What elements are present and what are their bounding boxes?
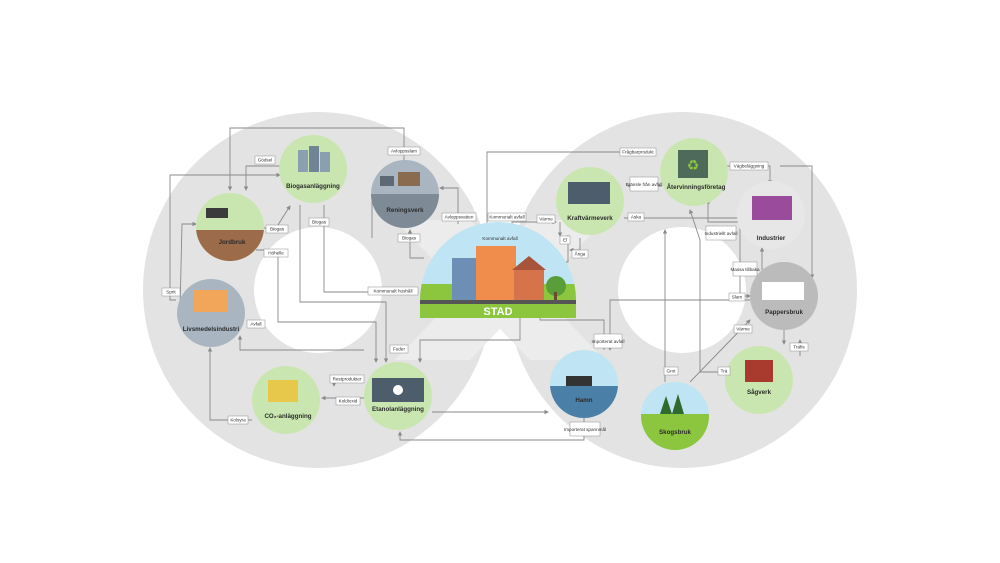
edge-label-varme: Värme <box>539 217 553 222</box>
edge-label-importerat-spannmal: Importerat spannmål <box>564 426 606 432</box>
node-skogsbruk: Skogsbruk <box>641 382 709 450</box>
edge-label-kolsyra: Kolsyra <box>230 418 246 423</box>
node-reningsverk: Reningsverk <box>371 160 439 228</box>
edge-label-massa-tillbaka: Massa tillbaka <box>730 267 760 272</box>
edge-label-kommunalt-hushall: Kommunalt hushåll <box>373 288 412 294</box>
edge-label-biogas-jordbruk: Biogas <box>270 227 285 232</box>
hamn-label: Hamn <box>575 397 592 404</box>
edge-label-avloppsvatten: Avloppsvatten <box>445 215 474 220</box>
node-pappersbruk: Pappersbruk <box>750 262 818 330</box>
edge-label-varme-pappersbruk: Värme <box>736 327 750 332</box>
node-jordbruk: Jordbruk <box>196 193 264 261</box>
sagverk-label: Sågverk <box>747 389 772 396</box>
edge-label-biogas-rening: Biogas <box>402 236 417 241</box>
co2-anlaggning-label: CO₂-anläggning <box>264 413 311 420</box>
edge-label-industriellt-avfall: Industriellt avfall <box>705 231 738 236</box>
recycle-icon: ♻ <box>687 157 700 173</box>
edge-label-slam: Slam <box>732 295 743 300</box>
stad-subtitle: Kommunalt avfall <box>482 236 517 241</box>
etanolanlaggning-label: Etanolanläggning <box>372 406 424 413</box>
edge-label-braensle-fran-avfall: Bränsle från avfall <box>626 181 663 187</box>
edge-label-koldioxid: Koldioxid <box>339 399 358 404</box>
edge-label-sprit: Sprit <box>166 290 176 295</box>
node-kraftvarmeverk: Kraftvärmeverk <box>556 167 624 235</box>
edge-label-biogas-stad: Biogas <box>312 220 327 225</box>
edge-label-fragbarprodukt: Frågbarprodukt <box>622 149 654 155</box>
edge-label-grot: Grot <box>667 369 677 374</box>
edge-label-kommunalt-avfall: Kommunalt avfall <box>489 215 524 220</box>
node-sagverk: Sågverk <box>725 346 793 414</box>
node-biogasanlaggning: Biogasanläggning <box>279 135 347 203</box>
edge-label-avfall: Avfall <box>250 322 261 327</box>
edge-label-vagbelaggning: Vägbeläggning <box>734 164 765 169</box>
node-livsmedelsindustri: Livsmedelsindustri <box>177 279 245 347</box>
node-hamn: Hamn <box>550 350 618 418</box>
edge-label-avloppsslam: Avloppsslam <box>391 149 417 154</box>
node-atervinningsforetag: ♻ Återvinningsföretag <box>660 138 728 206</box>
edge-label-aska: Aska <box>631 215 642 220</box>
edge-label-trafis: Träfis <box>793 345 805 350</box>
edge-label-godsel: Gödsel <box>258 158 273 163</box>
skogsbruk-label: Skogsbruk <box>659 429 692 436</box>
atervinningsforetag-label: Återvinningsföretag <box>667 184 726 191</box>
node-etanolanlaggning: Etanolanläggning <box>364 362 432 430</box>
biogasanlaggning-label: Biogasanläggning <box>286 183 340 190</box>
pappersbruk-label: Pappersbruk <box>765 309 803 316</box>
edge-label-tra: Trä <box>721 369 728 374</box>
edge-label-foder: Foder <box>393 347 405 352</box>
kraftvarmeverk-label: Kraftvärmeverk <box>567 215 613 222</box>
node-stad: STAD Kommunalt avfall <box>420 222 576 318</box>
edge-labels: Avloppsslam Gödsel Biogas Höhelle Biogas… <box>161 146 809 437</box>
edge-label-importerat-avfall: Importerat avfall <box>592 339 625 344</box>
edge-label-anga: Ånga <box>575 251 586 257</box>
stad-title: STAD <box>483 306 512 318</box>
reningsverk-label: Reningsverk <box>386 207 424 214</box>
edge-label-hoholle: Höhelle <box>268 251 284 256</box>
industrier-label: Industrier <box>757 235 786 242</box>
edge-label-restprodukter: Restprodukter <box>333 377 362 382</box>
node-industrier: Industrier <box>737 181 805 249</box>
livsmedelsindustri-label: Livsmedelsindustri <box>183 326 240 333</box>
edge-label-el: El <box>563 238 567 243</box>
node-co2-anlaggning: CO₂-anläggning <box>252 366 320 434</box>
jordbruk-label: Jordbruk <box>219 239 246 246</box>
